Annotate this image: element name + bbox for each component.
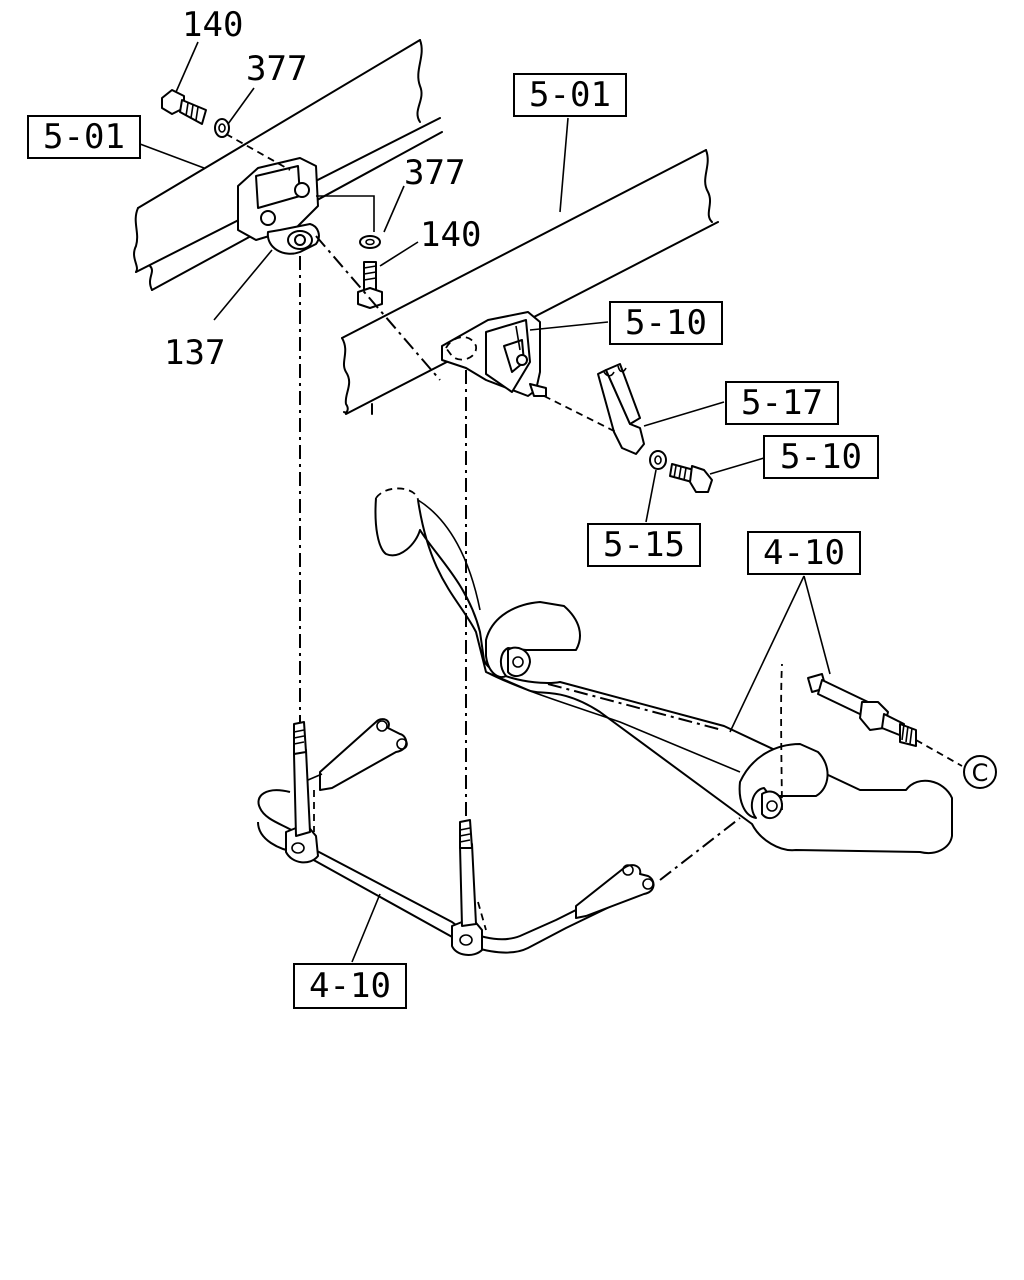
bolt-5-10 [669, 463, 713, 493]
washer-377-mid [359, 235, 381, 249]
part-number-137: 137 [164, 333, 225, 373]
part-number-140-mid: 140 [420, 215, 481, 255]
ref-label: 4-10 [309, 966, 391, 1006]
ref-label: 5-17 [741, 383, 823, 423]
rail-bracket-5-10 [441, 311, 547, 397]
front-axle [374, 487, 953, 854]
ref-box-stabilizer[interactable]: 4-10 [293, 963, 407, 1009]
clamp-5-17 [597, 363, 645, 455]
ref-box-frame-left[interactable]: 5-01 [27, 115, 141, 159]
ref-label: 5-10 [625, 303, 707, 343]
ref-label: 5-15 [603, 525, 685, 565]
stabilizer-bar [257, 789, 629, 956]
ref-label: 5-01 [529, 75, 611, 115]
washer-377-top [214, 118, 230, 138]
ref-label: 4-10 [763, 533, 845, 573]
bolt-140-mid [357, 261, 383, 309]
rail-bracket-137 [237, 157, 320, 255]
stabilizer-link-left [293, 718, 408, 837]
ref-box-axle[interactable]: 4-10 [747, 531, 861, 575]
alignment-line-axle [659, 817, 741, 881]
washer-5-15 [649, 450, 667, 470]
part-number-377-mid: 377 [404, 153, 465, 193]
ref-box-frame-right[interactable]: 5-01 [513, 73, 627, 117]
part-number-377-top: 377 [246, 49, 307, 89]
circle-ref-c [963, 755, 997, 789]
ref-box-bolt[interactable]: 5-10 [763, 435, 879, 479]
part-number-140-top: 140 [182, 5, 243, 45]
ref-label: 5-10 [780, 437, 862, 477]
bolt-140-top [161, 89, 207, 125]
king-pin [807, 673, 917, 747]
circle-ref-label: C [972, 759, 989, 787]
ref-label: 5-01 [43, 117, 125, 157]
ref-box-clamp[interactable]: 5-17 [725, 381, 839, 425]
ref-box-bracket[interactable]: 5-10 [609, 301, 723, 345]
stabilizer-link-right [459, 819, 655, 931]
ref-box-washer[interactable]: 5-15 [587, 523, 701, 567]
